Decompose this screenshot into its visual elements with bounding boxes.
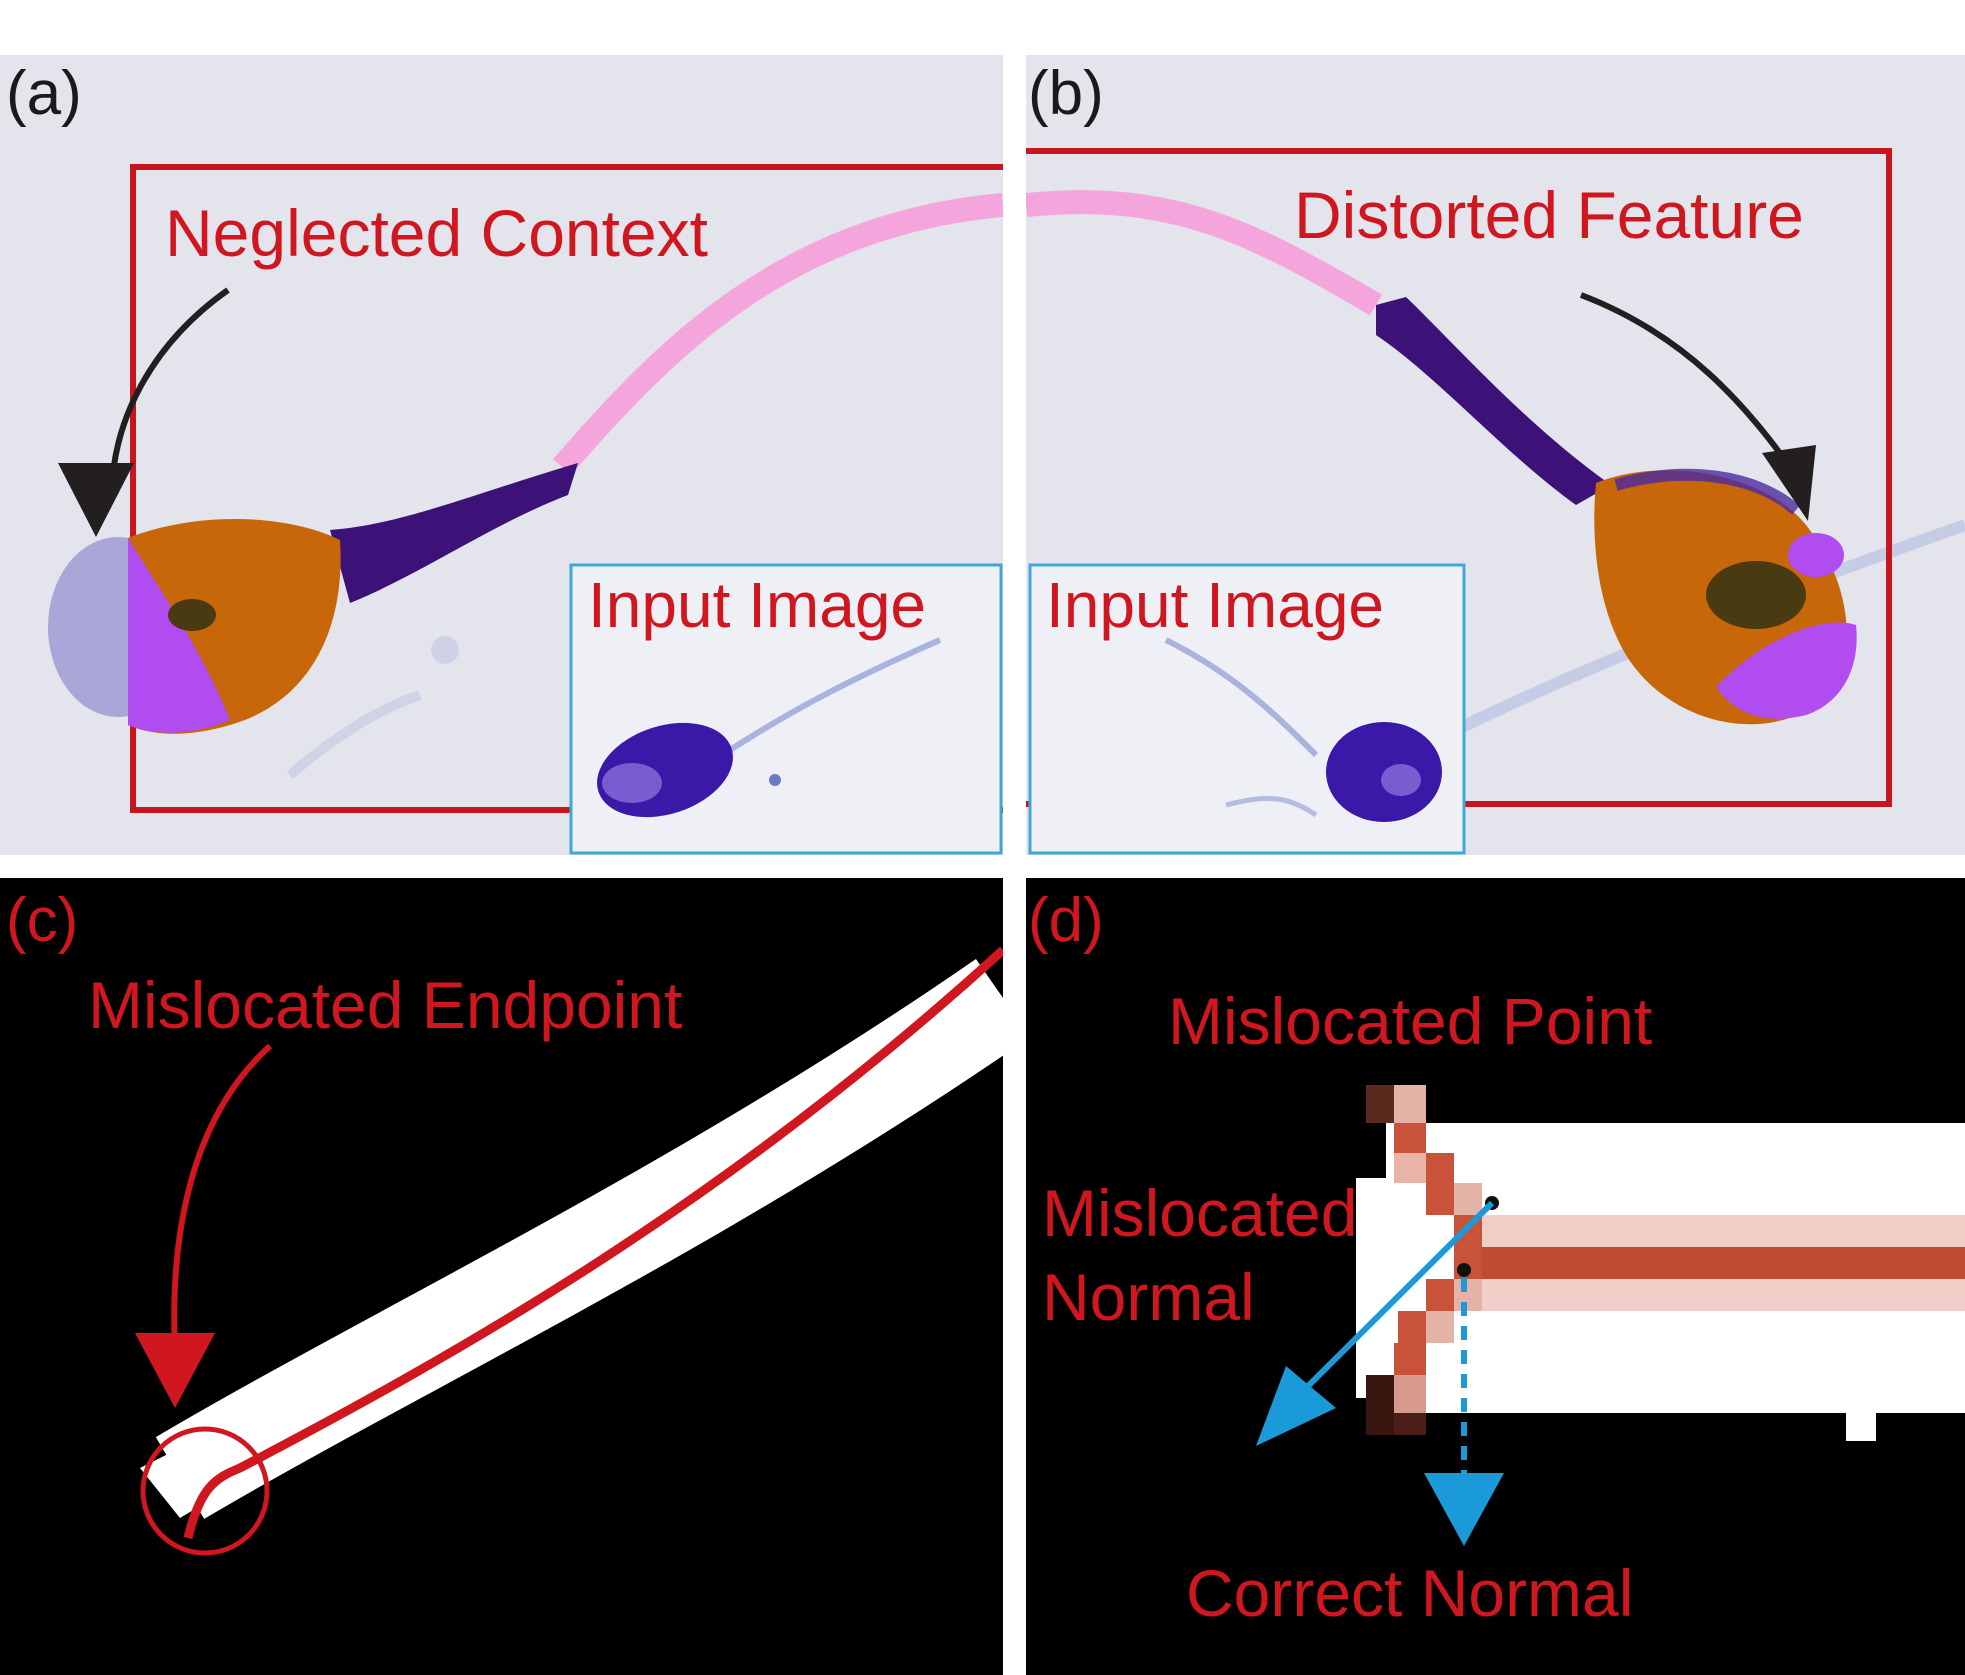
edge-pixel — [1394, 1343, 1426, 1375]
distorted-blob — [1788, 533, 1844, 577]
edge-pixel — [1454, 1279, 1482, 1311]
panel-c-graphic — [135, 946, 1003, 1556]
edge-pixel — [1426, 1311, 1454, 1343]
distorted-feature-label: Distorted Feature — [1294, 178, 1804, 252]
panel-c: (c) Mislocated Endpoint — [0, 878, 1003, 1675]
panel-b-graphic — [1026, 148, 1965, 855]
sperm-nucleus — [168, 599, 216, 631]
panel-b: (b) Distorted Feature Input Image — [1026, 55, 1965, 855]
sperm-acrosome — [1716, 622, 1857, 719]
endpoint-arrow-line — [171, 1043, 273, 1349]
inset-tail — [728, 637, 942, 753]
mislocated-normal-label-line2: Normal — [1042, 1260, 1255, 1334]
panel-d: (d) Mislocated Point Mislocated Normal C… — [1026, 878, 1965, 1675]
edge-pixel — [1394, 1413, 1426, 1435]
sperm-midpiece — [330, 463, 578, 603]
mislocated-endpoint-label: Mislocated Endpoint — [88, 968, 683, 1042]
edge-pixel — [1426, 1279, 1454, 1311]
inset-sperm-acrosome — [1381, 764, 1421, 796]
skeleton-halo-top — [1482, 1215, 1965, 1247]
panel-a-label: (a) — [6, 59, 82, 128]
edge-pixel — [1394, 1153, 1426, 1183]
edge-pixel — [1366, 1085, 1394, 1123]
sperm-midpiece — [1376, 297, 1611, 505]
endpoint-circle — [140, 1426, 270, 1556]
skeleton-line — [1482, 1247, 1965, 1279]
input-image-label-b: Input Image — [1046, 569, 1384, 641]
background-streak — [286, 690, 422, 779]
mislocated-point-label: Mislocated Point — [1168, 984, 1653, 1058]
edge-pixel — [1426, 1183, 1454, 1215]
panel-a: (a) Neglected Context Input Image — [0, 55, 1003, 855]
white-notch — [1846, 1413, 1876, 1441]
neglected-context-label: Neglected Context — [165, 196, 708, 270]
feature-arrow-line — [1579, 292, 1799, 477]
edge-pixel — [1398, 1311, 1426, 1343]
panel-d-label: (d) — [1028, 886, 1104, 955]
correct-point-dot — [1457, 1263, 1471, 1277]
edge-pixel — [1454, 1183, 1482, 1215]
edge-pixel — [1394, 1375, 1426, 1413]
head-rim — [1614, 468, 1800, 515]
skeleton-centerline — [183, 946, 1003, 1540]
edge-pixel — [1394, 1085, 1426, 1123]
correct-normal-label: Correct Normal — [1186, 1556, 1634, 1630]
panel-a-graphic — [48, 164, 1003, 855]
inset-sperm-acrosome — [602, 763, 662, 803]
inset-tail — [1164, 637, 1319, 758]
context-arrow-head — [58, 463, 134, 537]
skeleton-halo-bottom — [1482, 1279, 1965, 1311]
sperm-nucleus — [1706, 561, 1806, 629]
edge-pixel — [1426, 1153, 1454, 1183]
input-image-label-a: Input Image — [588, 569, 926, 641]
background-speck — [431, 636, 459, 664]
mislocated-normal-head — [1256, 1366, 1336, 1446]
panel-c-label: (c) — [6, 886, 79, 955]
panel-b-label: (b) — [1028, 59, 1104, 128]
white-object-edge — [1356, 1178, 1390, 1398]
edge-pixel — [1366, 1375, 1394, 1435]
inset-tail-2 — [1225, 795, 1318, 818]
mislocated-normal-label-line1: Mislocated — [1042, 1176, 1358, 1250]
panel-d-graphic — [1256, 1085, 1965, 1546]
feature-arrow-head — [1762, 445, 1816, 521]
sperm-tail — [1026, 190, 1383, 316]
endpoint-arrow-head — [135, 1333, 215, 1408]
edge-pixel — [1394, 1123, 1426, 1153]
mislocated-normal-line — [1293, 1200, 1495, 1401]
sperm-acrosome — [128, 538, 230, 733]
inset-speck — [769, 774, 781, 786]
correct-normal-head — [1424, 1473, 1504, 1546]
skeleton-band — [155, 958, 1003, 1519]
sperm-tail — [552, 193, 1003, 475]
